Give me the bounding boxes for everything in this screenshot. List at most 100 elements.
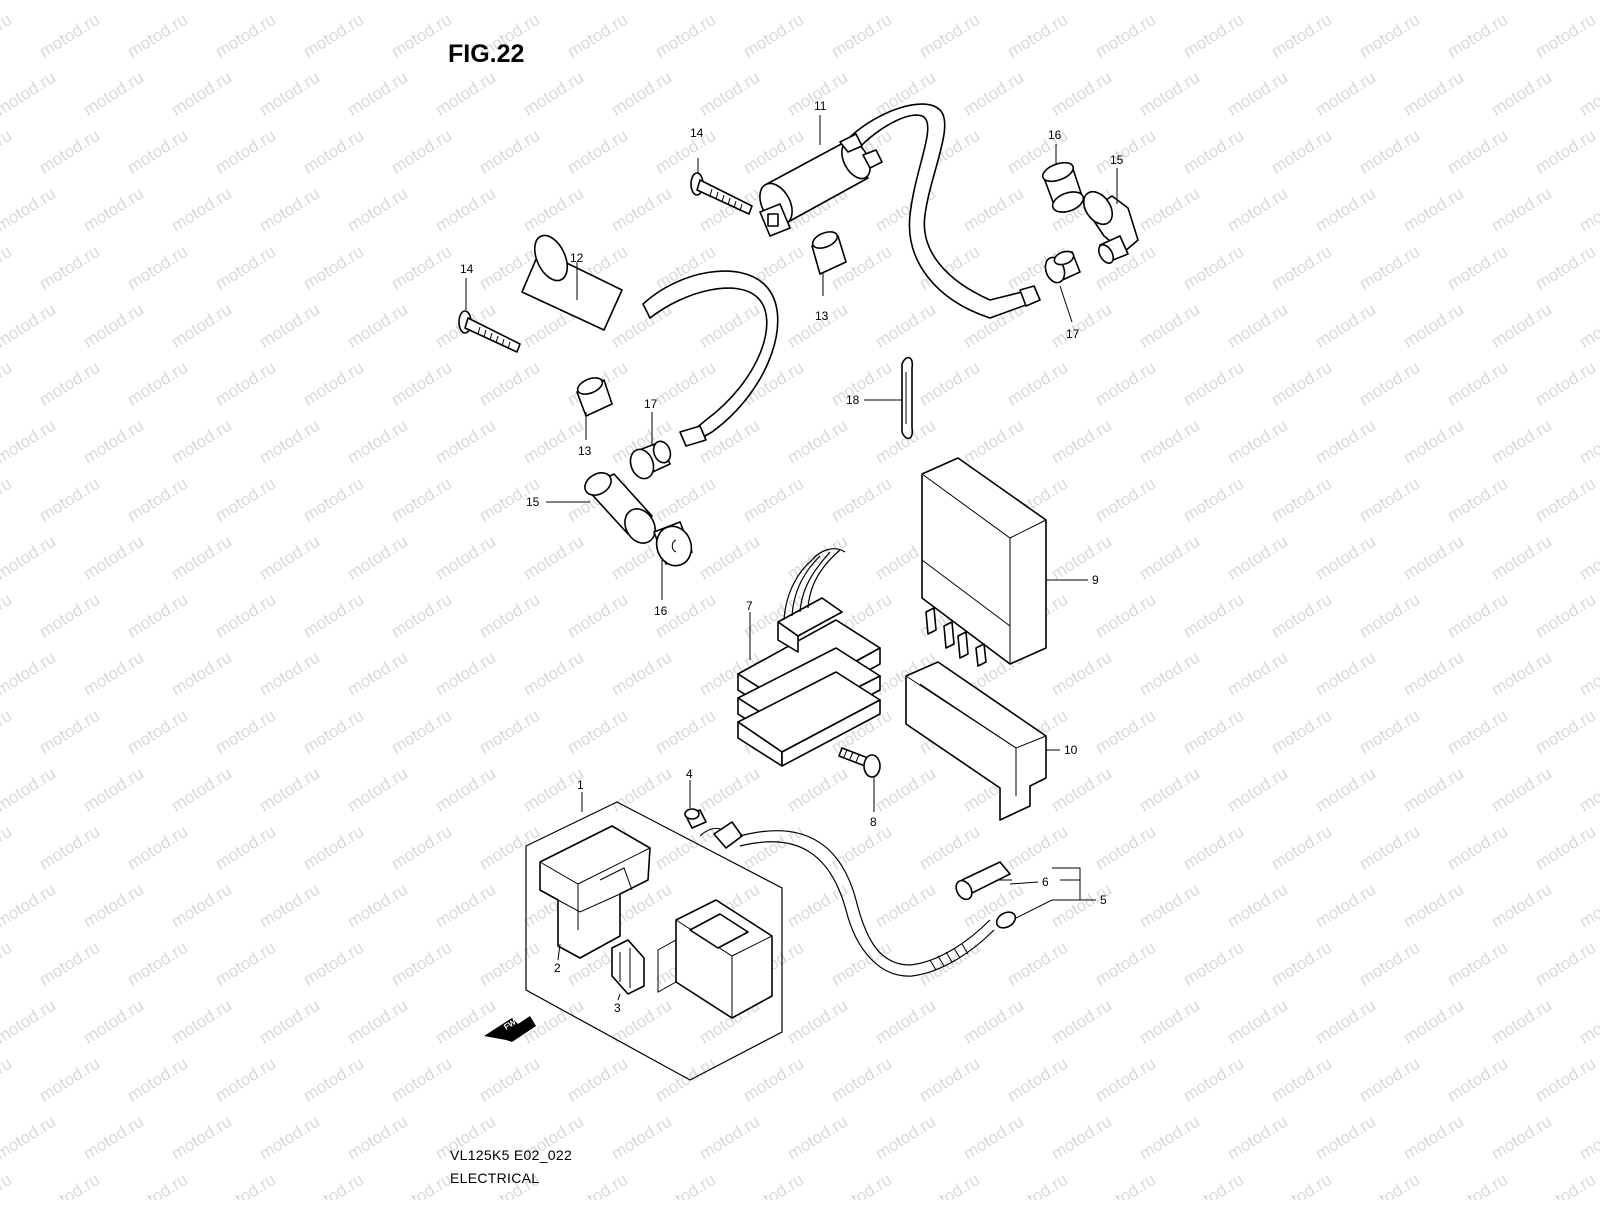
watermark-text: motod.ru xyxy=(432,532,499,584)
watermark-text: motod.ru xyxy=(124,1170,191,1200)
watermark-text: motod.ru xyxy=(960,1112,1027,1164)
watermark-text: motod.ru xyxy=(916,1170,983,1200)
watermark-text: motod.ru xyxy=(476,822,543,874)
watermark-text: motod.ru xyxy=(608,1112,675,1164)
watermark-text: motod.ru xyxy=(1048,648,1115,700)
watermark-text: motod.ru xyxy=(256,184,323,236)
watermark-text: motod.ru xyxy=(256,1112,323,1164)
watermark-text: motod.ru xyxy=(828,1170,895,1200)
watermark-text: motod.ru xyxy=(1180,474,1247,526)
watermark-text: motod.ru xyxy=(476,358,543,410)
watermark-text: motod.ru xyxy=(124,590,191,642)
watermark-text: motod.ru xyxy=(0,126,15,178)
watermark-text: motod.ru xyxy=(1180,822,1247,874)
watermark-text: motod.ru xyxy=(1048,300,1115,352)
watermark-text: motod.ru xyxy=(1092,474,1159,526)
watermark-text: motod.ru xyxy=(1444,706,1511,758)
watermark-text: motod.ru xyxy=(388,358,455,410)
watermark-text: motod.ru xyxy=(0,68,59,120)
watermark-text: motod.ru xyxy=(1444,1170,1511,1200)
watermark-text: motod.ru xyxy=(0,358,15,410)
watermark-text: motod.ru xyxy=(520,184,587,236)
watermark-text: motod.ru xyxy=(256,416,323,468)
watermark-text: motod.ru xyxy=(344,416,411,468)
watermark-text: motod.ru xyxy=(960,68,1027,120)
watermark-text: motod.ru xyxy=(0,1112,59,1164)
watermark-text: motod.ru xyxy=(1180,938,1247,990)
callout-17-lower: 17 xyxy=(644,397,658,411)
watermark-text: motod.ru xyxy=(80,416,147,468)
spacer-13-upper xyxy=(811,231,847,275)
watermark-text: motod.ru xyxy=(388,1170,455,1200)
watermark-text: motod.ru xyxy=(0,822,15,874)
watermark-text: motod.ru xyxy=(916,1054,983,1106)
terminal-cover-6 xyxy=(955,861,1011,901)
watermark-text: motod.ru xyxy=(1180,10,1247,62)
watermark-text: motod.ru xyxy=(36,938,103,990)
callout-6: 6 xyxy=(1042,875,1049,889)
watermark-text: motod.ru xyxy=(476,938,543,990)
watermark-text: motod.ru xyxy=(916,10,983,62)
watermark-text: motod.ru xyxy=(1488,880,1555,932)
watermark-text: motod.ru xyxy=(1356,1054,1423,1106)
watermark-text: motod.ru xyxy=(432,996,499,1048)
watermark-text: motod.ru xyxy=(432,416,499,468)
watermark-text: motod.ru xyxy=(1048,1112,1115,1164)
spacer-13-lower xyxy=(576,377,613,417)
watermark-text: motod.ru xyxy=(1576,996,1600,1048)
watermark-text: motod.ru xyxy=(1400,996,1467,1048)
callout-16-lower: 16 xyxy=(654,604,668,618)
watermark-text: motod.ru xyxy=(1004,822,1071,874)
watermark-text: motod.ru xyxy=(1224,880,1291,932)
watermark-text: motod.ru xyxy=(256,0,323,3)
watermark-text: motod.ru xyxy=(872,996,939,1048)
bolt-8 xyxy=(838,747,881,778)
watermark-text: motod.ru xyxy=(1312,300,1379,352)
watermark-text: motod.ru xyxy=(1224,416,1291,468)
watermark-text: motod.ru xyxy=(388,938,455,990)
watermark-text: motod.ru xyxy=(256,300,323,352)
watermark-text: motod.ru xyxy=(1444,474,1511,526)
watermark-text: motod.ru xyxy=(1400,300,1467,352)
watermark-text: motod.ru xyxy=(1312,764,1379,816)
watermark-text: motod.ru xyxy=(740,10,807,62)
fuse-box-1-frame xyxy=(525,801,783,1081)
callout-numbers: 11 14 12 14 13 13 16 15 17 17 15 16 18 9… xyxy=(460,99,1124,1015)
watermark-text: motod.ru xyxy=(344,880,411,932)
watermark-text: motod.ru xyxy=(1268,358,1335,410)
watermark-text: motod.ru xyxy=(1136,0,1203,3)
watermark-text: motod.ru xyxy=(476,126,543,178)
watermark-text: motod.ru xyxy=(872,0,939,3)
watermark-text: motod.ru xyxy=(652,706,719,758)
watermark-text: motod.ru xyxy=(388,706,455,758)
watermark-text: motod.ru xyxy=(1444,822,1511,874)
watermark-text: motod.ru xyxy=(1092,126,1159,178)
watermark-text: motod.ru xyxy=(388,126,455,178)
watermark-text: motod.ru xyxy=(0,1054,15,1106)
watermark-text: motod.ru xyxy=(1312,68,1379,120)
watermark-text: motod.ru xyxy=(828,474,895,526)
watermark-text: motod.ru xyxy=(344,648,411,700)
callout-15-upper: 15 xyxy=(1110,153,1124,167)
callout-8: 8 xyxy=(870,815,877,829)
watermark-text: motod.ru xyxy=(344,1112,411,1164)
watermark-text: motod.ru xyxy=(1488,1112,1555,1164)
callout-2: 2 xyxy=(554,961,561,975)
watermark-text: motod.ru xyxy=(1488,68,1555,120)
watermark-text: motod.ru xyxy=(1268,126,1335,178)
watermark-text: motod.ru xyxy=(1532,358,1599,410)
watermark-text: motod.ru xyxy=(80,1112,147,1164)
watermark-text: motod.ru xyxy=(696,532,763,584)
watermark-text: motod.ru xyxy=(1532,938,1599,990)
watermark-text: motod.ru xyxy=(1224,764,1291,816)
watermark-text: motod.ru xyxy=(36,358,103,410)
watermark-text: motod.ru xyxy=(1312,416,1379,468)
watermark-text: motod.ru xyxy=(1224,648,1291,700)
watermark-text: motod.ru xyxy=(1004,1054,1071,1106)
callout-14-upper: 14 xyxy=(690,126,704,140)
watermark-text: motod.ru xyxy=(1048,0,1115,3)
watermark-text: motod.ru xyxy=(784,996,851,1048)
watermark-text: motod.ru xyxy=(1356,10,1423,62)
watermark-text: motod.ru xyxy=(36,10,103,62)
